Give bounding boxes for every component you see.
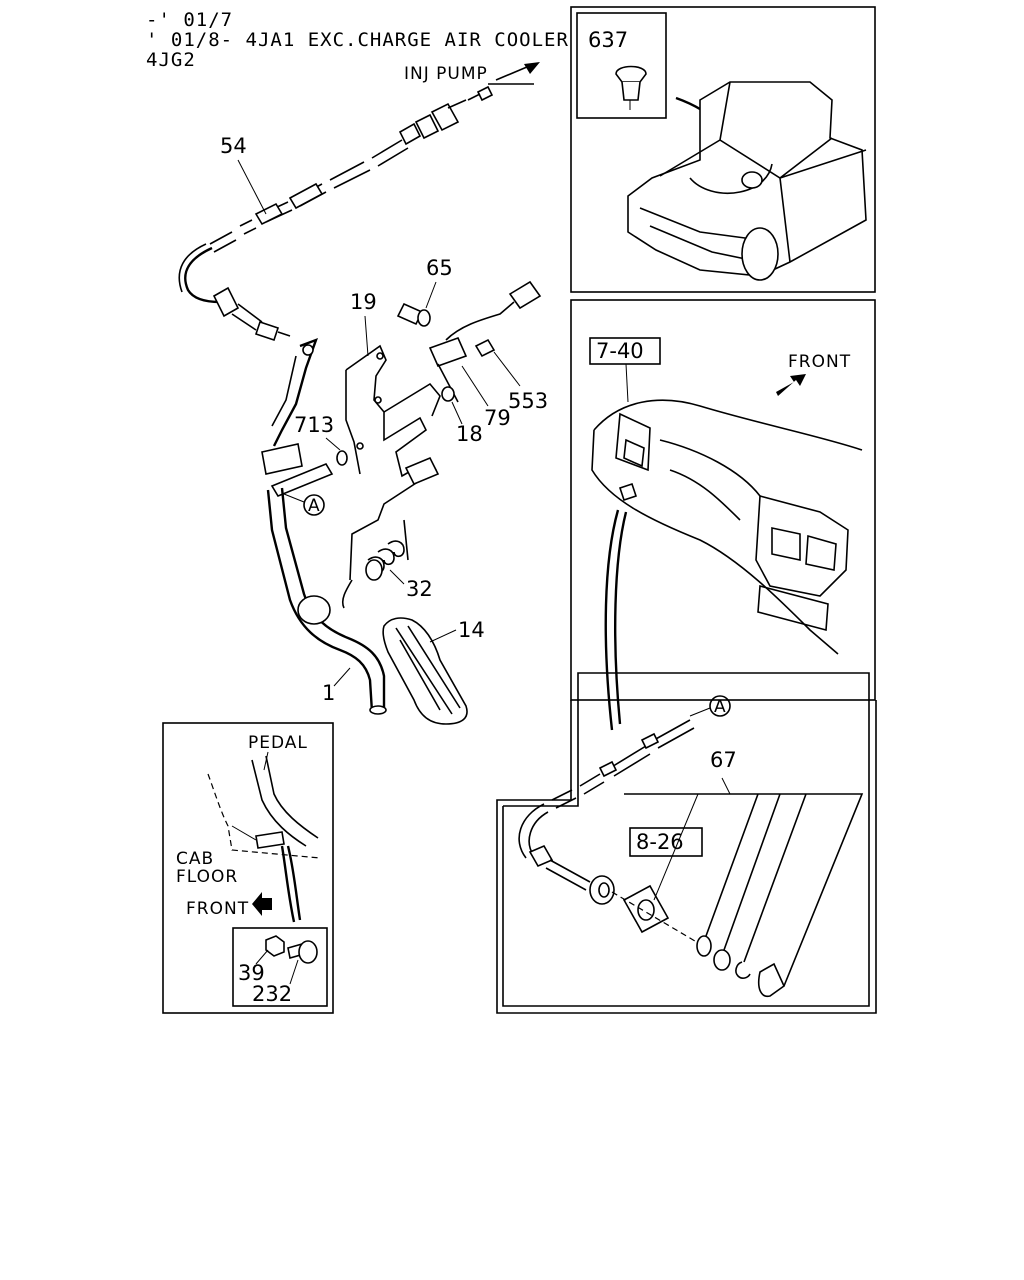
truck-view-frame	[570, 6, 876, 293]
hand-throttle-nut	[528, 844, 554, 868]
knob-67	[757, 962, 786, 998]
part-label-1: 1	[322, 681, 335, 705]
cable-nut-2	[414, 113, 440, 140]
pedal-detail-arm	[251, 755, 319, 847]
header-line-1: -' 01/7	[146, 9, 234, 31]
pedal-detail-bolt	[255, 831, 285, 849]
dashboard-view-frame	[570, 299, 876, 701]
switch-harness	[445, 301, 515, 341]
front-label-bottom: FRONT	[186, 899, 249, 919]
pedal-upper-lever	[272, 337, 318, 447]
front-arrow-top	[776, 374, 806, 396]
part-label-713: 713	[294, 413, 334, 437]
cab-floor-line	[207, 773, 321, 859]
cab-label: CAB	[176, 849, 214, 869]
pedal-stopper	[297, 595, 331, 625]
pedal-arm-end	[369, 705, 387, 715]
ref-box-7-40	[589, 337, 661, 365]
ref-a-label-pedal: A	[308, 496, 321, 516]
lever-pivot-pin	[302, 344, 314, 356]
pedal-shaft	[270, 463, 334, 497]
pedal-pivot-bolt	[404, 456, 440, 486]
pedal-pad-14	[382, 617, 468, 725]
inset-637-frame	[576, 12, 667, 119]
cable-nut	[430, 102, 460, 132]
part-label-32: 32	[406, 577, 433, 601]
front-label-top: FRONT	[788, 352, 851, 372]
truck-front-wheel	[741, 227, 779, 281]
header-line-2: ' 01/8- 4JA1 EXC.CHARGE AIR COOLER	[146, 29, 569, 51]
hand-throttle-frame-inner	[502, 672, 870, 1007]
ref-label-7-40: 7-40	[596, 339, 644, 363]
pedal-detail-frame	[162, 722, 334, 1014]
ref-box-8-26	[629, 827, 703, 857]
ref-label-8-26: 8-26	[636, 830, 684, 854]
clip-67	[735, 961, 751, 979]
part-label-54: 54	[220, 134, 247, 158]
washer-713	[336, 450, 348, 466]
pedal-bracket-19	[345, 344, 438, 581]
washer-67	[696, 935, 712, 957]
clip-637	[615, 65, 647, 83]
part-label-67: 67	[710, 748, 737, 772]
header-line-3: 4JG2	[146, 49, 196, 71]
inj-pump-label: INJ PUMP	[404, 64, 488, 84]
kit-leader-67	[624, 793, 864, 987]
part-label-637: 637	[588, 28, 628, 52]
bolt-65	[396, 302, 424, 326]
part-label-553: 553	[508, 389, 548, 413]
part-label-232: 232	[252, 982, 292, 1006]
part-label-79: 79	[484, 406, 511, 430]
cable-bend	[184, 246, 221, 304]
bolt-detail-arrow	[280, 845, 296, 923]
ref-circle-a-pedal	[303, 494, 325, 516]
cable-end-fitting	[476, 85, 494, 102]
ref-a-label-cable: A	[714, 697, 727, 717]
screw-553	[474, 338, 496, 358]
inj-pump-arrow-head	[524, 62, 540, 74]
pedal-label: PEDAL	[248, 733, 308, 753]
ref-circle-a-cable	[709, 695, 731, 717]
hand-throttle-cable	[518, 719, 691, 859]
part-label-39: 39	[238, 961, 265, 985]
switch-connector	[508, 280, 542, 310]
nut-18	[441, 386, 455, 402]
bolt-inset-frame	[232, 927, 328, 1007]
hand-throttle-frame-outer	[496, 700, 877, 1014]
pedal-bracket-pin	[261, 443, 303, 475]
part-label-65: 65	[426, 256, 453, 280]
hand-throttle-location-arrow	[604, 509, 620, 731]
dashboard-outline	[591, 399, 863, 655]
part-label-14: 14	[458, 618, 485, 642]
part-label-19: 19	[350, 290, 377, 314]
nut-39	[265, 935, 285, 957]
cable-sleeve	[398, 122, 422, 146]
floor-label: FLOOR	[176, 867, 238, 887]
cable-sheath-segment	[288, 182, 324, 210]
cable-grommet	[212, 286, 240, 318]
pedal-arm-1	[266, 489, 374, 713]
nut-67	[713, 949, 731, 971]
part-label-18: 18	[456, 422, 483, 446]
front-arrow-bottom	[252, 892, 272, 916]
pedal-switch-79	[428, 336, 468, 368]
cable-end-rod	[254, 320, 280, 342]
